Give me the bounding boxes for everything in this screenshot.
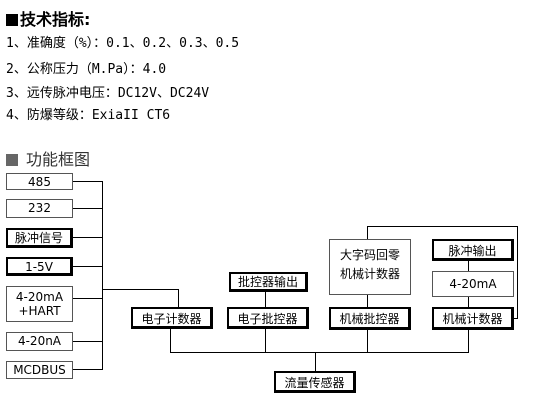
output-485-box: 485 [6, 173, 73, 190]
electronic-batch-controller-box: 电子批控器 [227, 307, 309, 329]
pulse-signal-box: 脉冲信号 [6, 228, 73, 248]
output-232-box: 232 [6, 199, 73, 218]
spec-explosion-rating: 4、防爆等级：ExiaII CT6 [6, 108, 171, 123]
spec-accuracy: 1、准确度（%）：0.1、0.2、0.3、0.5 [6, 36, 240, 51]
mechanical-counter-box: 机械计数器 [432, 307, 514, 330]
pulse-output-box: 脉冲输出 [432, 239, 514, 261]
spec-pulse-voltage: 3、远传脉冲电压：DC12V、DC24V [6, 86, 210, 101]
electronic-counter-box: 电子计数器 [131, 307, 213, 329]
square-bullet-icon [6, 154, 18, 166]
large-digit-mech-counter-box: 大字码回零 机械计数器 [329, 239, 411, 295]
square-bullet-icon [6, 14, 18, 26]
modbus-box: MCDBUS [6, 361, 73, 379]
output-4-20ma-box: 4-20mA [432, 271, 514, 297]
output-4-20na-box: 4-20nA [6, 332, 73, 351]
spec-heading: 技术指标: [6, 6, 90, 30]
batch-controller-output-box: 批控器输出 [229, 272, 308, 292]
spec-pressure: 2、公称压力（M.Pa）：4.0 [6, 62, 167, 77]
mech-batch-controller-box: 机械批控器 [329, 307, 411, 330]
diagram-title: 功能框图 [6, 146, 90, 170]
output-1-5v-box: 1-5V [6, 257, 73, 276]
output-4-20ma-hart-box: 4-20mA +HART [6, 286, 73, 322]
flow-sensor-box: 流量传感器 [274, 371, 356, 393]
